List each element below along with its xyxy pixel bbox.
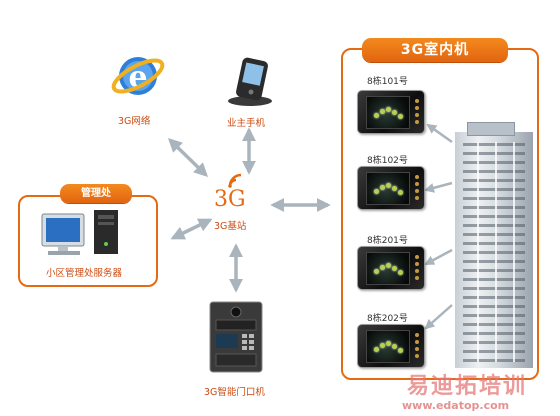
watermark-url: www.edatop.com	[402, 399, 510, 412]
indoor-unit-3	[357, 246, 425, 290]
indoor-unit-label-1: 8栋101号	[367, 77, 408, 87]
phone-icon	[228, 57, 272, 106]
arrow-building-to-unit-3	[424, 248, 453, 266]
server-label: 小区管理处服务器	[46, 268, 123, 279]
mobile-node: 业主手机	[222, 55, 282, 130]
base-station-node: 3G 3G基站	[208, 172, 278, 242]
arrow-management-to-station	[170, 218, 213, 240]
door-unit-label: 3G智能门口机	[204, 387, 265, 398]
management-title: 管理处	[60, 184, 132, 203]
arrow-building-to-unit-2	[424, 181, 453, 193]
door-intercom-icon	[209, 301, 263, 373]
base-station-label: 3G基站	[214, 221, 247, 232]
indoor-unit-screen	[366, 96, 410, 129]
internet-explorer-icon: e	[111, 57, 165, 95]
computer-server-icon	[41, 210, 118, 255]
watermark-text: 易迪拓培训	[407, 374, 528, 399]
indoor-unit-label-4: 8栋202号	[367, 314, 408, 324]
indoor-unit-2	[357, 166, 425, 210]
indoor-unit-label-3: 8栋201号	[367, 236, 408, 246]
indoor-unit-screen	[366, 330, 410, 363]
indoor-unit-screen	[366, 252, 410, 285]
arrow-building-to-unit-4	[424, 304, 453, 330]
indoor-title: 3G室内机	[362, 38, 508, 62]
internet-node: e 3G网络	[108, 45, 168, 127]
base-station-name: 3G	[214, 187, 246, 212]
indoor-unit-4	[357, 324, 425, 368]
arrow-building-to-unit-1	[426, 123, 453, 144]
indoor-unit-screen	[366, 172, 410, 205]
internet-label: 3G网络	[118, 116, 151, 127]
arrow-internet-to-station	[167, 138, 209, 177]
door-unit-node: 3G智能门口机	[198, 300, 278, 400]
indoor-unit-label-2: 8栋102号	[367, 156, 408, 166]
server-node: 小区管理处服务器	[38, 208, 148, 279]
apartment-building-image	[455, 122, 533, 368]
mobile-label: 业主手机	[227, 118, 266, 129]
signal-icon	[228, 173, 242, 188]
indoor-unit-1	[357, 90, 425, 134]
